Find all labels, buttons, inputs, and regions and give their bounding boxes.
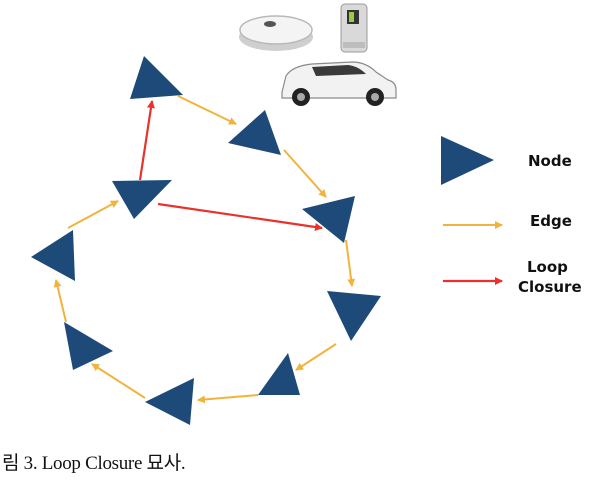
figure-caption: 림 3. Loop Closure 묘사. (2, 448, 185, 475)
legend: Node Edge Loop Closure (441, 136, 582, 296)
edge (296, 344, 336, 370)
node (130, 56, 183, 99)
edge (346, 240, 352, 286)
edge (284, 150, 326, 197)
node (112, 180, 172, 219)
node (327, 291, 381, 341)
suv-car-icon (282, 62, 396, 106)
node (145, 378, 194, 425)
edge (68, 201, 118, 228)
loop-closure (158, 204, 322, 228)
legend-node-icon (441, 136, 494, 185)
loop-closures (140, 101, 322, 228)
legend-node-label: Node (528, 152, 572, 170)
node (31, 230, 75, 281)
lidar-sensor-icon (341, 4, 367, 52)
edge (92, 364, 145, 398)
node (302, 196, 355, 243)
edge (56, 280, 66, 322)
loop-closure (140, 101, 152, 180)
node (258, 353, 300, 395)
node (228, 110, 281, 155)
legend-loop-label-line2: Closure (518, 278, 582, 296)
legend-edge-label: Edge (530, 212, 572, 230)
edge (198, 395, 258, 400)
gnss-antenna-icon (239, 16, 313, 51)
edge (178, 96, 236, 124)
nodes (31, 56, 381, 425)
legend-loop-label-line1: Loop (527, 258, 568, 276)
node (64, 322, 113, 370)
